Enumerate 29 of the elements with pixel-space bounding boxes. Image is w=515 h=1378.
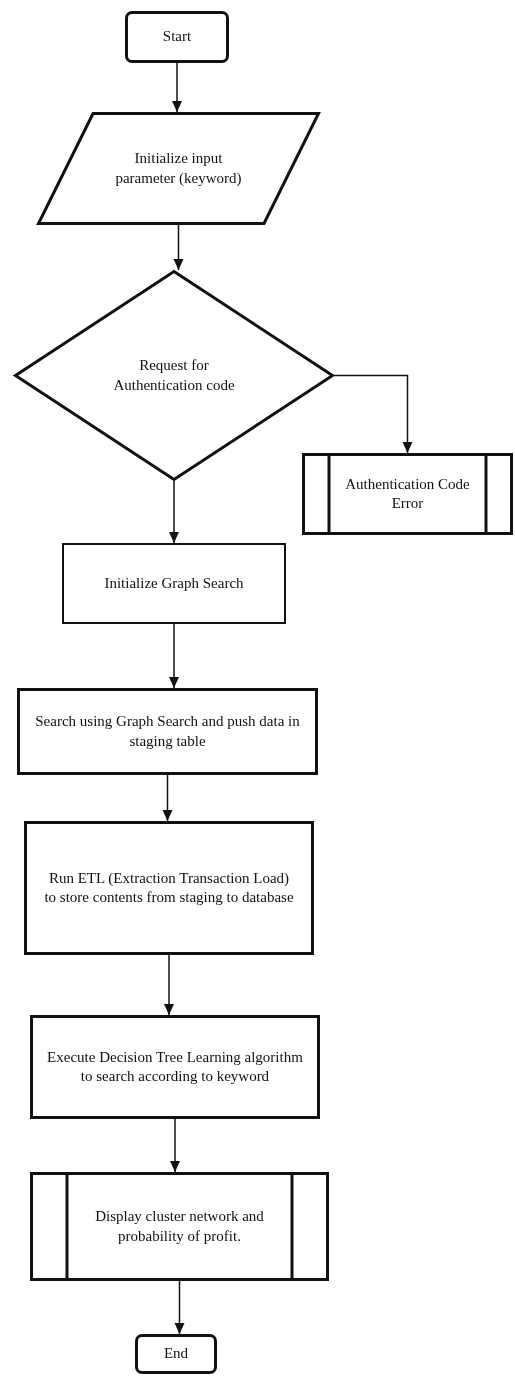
step-label: Authentication Code Error [344,474,471,513]
arrow [169,623,179,689]
predefined-process-box [302,453,513,535]
arrow [164,954,174,1016]
terminal-box [125,11,229,63]
step-label: Initialize Graph Search [104,573,244,593]
arrow [173,224,184,271]
step-label: End [163,1344,189,1364]
step-label: Search using Graph Search and push data in staging table [34,712,301,751]
arrow [174,1280,185,1335]
step-label: Initialize input parameter (keyword) [114,149,243,188]
input-parallelogram [37,112,320,225]
process-box [30,1015,320,1119]
arrow [172,62,182,113]
process-box [62,543,286,624]
arrow [162,774,173,822]
step-label: Display cluster network and probability of profit. [94,1207,265,1246]
process-box [24,821,314,955]
terminal-box [135,1334,217,1374]
arrow [169,480,179,544]
step-label: Request for Authentication code [112,356,236,395]
step-label: Execute Decision Tree Learning algorithm to search according to keyword [46,1047,304,1086]
decision-diamond [14,270,334,481]
process-box [17,688,318,775]
predefined-process-box [30,1172,329,1281]
arrow [170,1118,180,1173]
step-label: Run ETL (Extraction Transaction Load) to store contents from staging to database [44,868,294,907]
arrow [333,374,413,454]
step-label: Start [162,27,192,47]
